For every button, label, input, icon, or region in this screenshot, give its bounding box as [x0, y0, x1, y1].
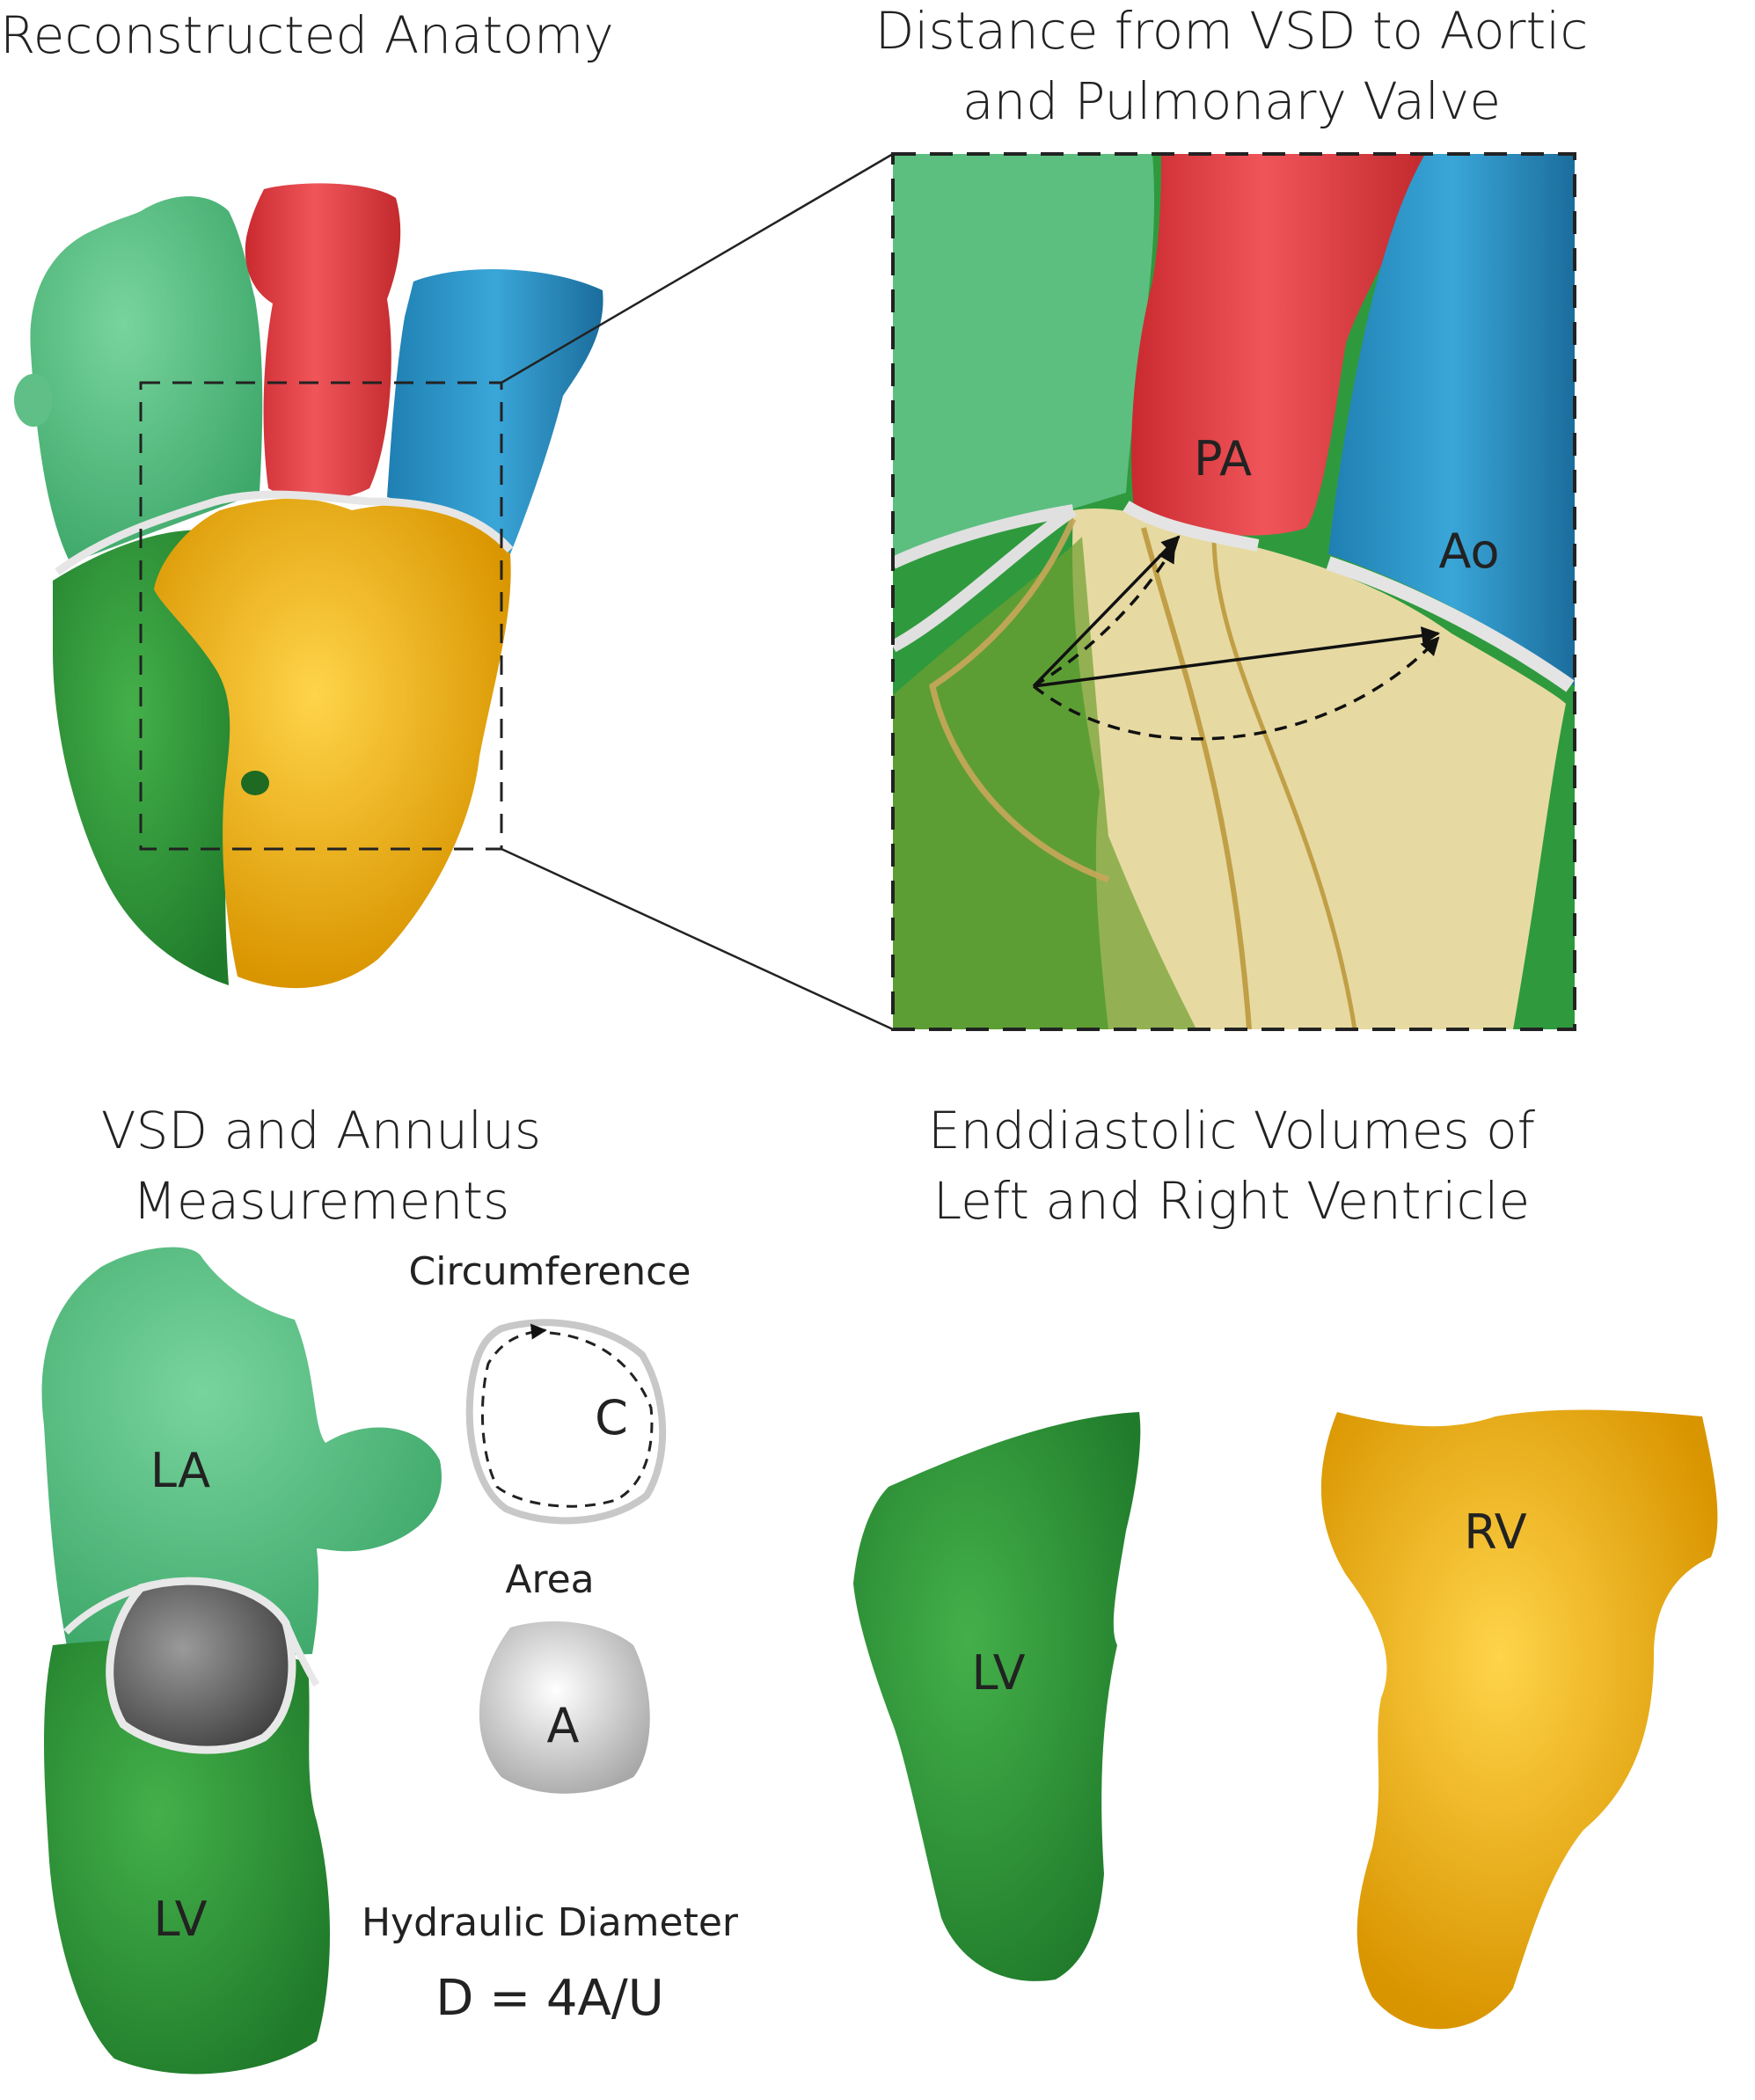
zoom-vessel-strand-3 — [929, 517, 1110, 883]
circumference-ring-icon — [465, 1319, 667, 1525]
area-title: Area — [505, 1557, 594, 1602]
zoom-frame — [891, 152, 1576, 1031]
pulmonary-artery-shape — [245, 183, 401, 501]
edv-right-ventricle-shape — [1320, 1409, 1718, 2030]
hydraulic-diameter-title: Hydraulic Diameter — [362, 1900, 739, 1945]
circumference-dashed-path — [480, 1323, 654, 1508]
distance-arrow-to-ao-solid — [1033, 626, 1441, 688]
panel-title-distance-line2: and Pulmonary Valve — [962, 71, 1501, 131]
hydraulic-formula: D = 4A/U — [435, 1970, 663, 2027]
label-lv-left: LV — [153, 1891, 207, 1947]
vsd-disc-shape — [109, 1581, 292, 1751]
distance-arrow-to-pa-solid — [1032, 535, 1181, 688]
annulus-ring-shape — [55, 490, 514, 575]
panel-title-vsd-line1: VSD and Annulus — [101, 1101, 541, 1160]
zoomed-view: PA Ao — [893, 154, 1575, 1029]
zoom-annulus-ring-shape — [893, 504, 1075, 569]
label-lv-right: LV — [971, 1645, 1025, 1701]
label-la: LA — [150, 1443, 210, 1498]
panel-title-edv-line1: Enddiastolic Volumes of — [928, 1101, 1536, 1160]
circumference-title: Circumference — [409, 1249, 691, 1294]
atrium-bulge-shape — [14, 374, 53, 427]
annulus-band-shape — [63, 1584, 320, 1687]
zoom-pulmonary-artery-shape — [1131, 154, 1425, 536]
zoom-rv-translucent-shape — [1072, 509, 1566, 1029]
rv-vsd-hole-shape — [241, 771, 269, 795]
panel-title-vsd-line2: Measurements — [133, 1171, 509, 1231]
aorta-shape — [387, 269, 603, 554]
right-ventricle-shape — [154, 498, 511, 989]
left-atrium-shape — [30, 196, 263, 563]
lv-lower-shape — [44, 1640, 330, 2074]
la-shape — [41, 1247, 442, 1663]
panel-vsd-annulus: VSD and Annulus Measurements LA LV Circu… — [41, 1101, 739, 2074]
panel-title-reconstructed-anatomy: Reconstructed Anatomy — [0, 5, 614, 65]
edv-left-ventricle-shape — [853, 1412, 1141, 1981]
label-ao: Ao — [1438, 523, 1499, 579]
area-disc-icon — [479, 1621, 650, 1794]
vsd-ring-shape — [106, 1577, 296, 1754]
panel-distance-vsd: Distance from VSD to Aortic and Pulmonar… — [875, 1, 1588, 1031]
zoom-aortic-valve-ring — [1326, 556, 1575, 692]
panel-reconstructed-anatomy: Reconstructed Anatomy — [0, 5, 614, 989]
circumference-symbol: C — [595, 1390, 628, 1445]
label-rv: RV — [1464, 1504, 1527, 1560]
zoom-connector-bottom — [501, 847, 894, 1031]
zoom-atrium-shape — [893, 154, 1155, 563]
zoom-vessel-strand-2 — [1211, 536, 1357, 1029]
zoom-annulus-ring-shape-2 — [893, 505, 1077, 653]
panel-enddiastolic: Enddiastolic Volumes of Left and Right V… — [853, 1101, 1718, 2030]
zoom-pulmonary-valve-ring — [1122, 501, 1260, 552]
area-symbol: A — [547, 1698, 580, 1753]
label-pa: PA — [1194, 431, 1252, 487]
panel-title-edv-line2: Left and Right Ventricle — [933, 1171, 1530, 1231]
zoom-connector-top — [501, 152, 894, 384]
distance-arrow-to-pa-dashed — [1033, 544, 1176, 688]
distance-arrow-to-ao-dashed — [1032, 636, 1440, 741]
zoom-aorta-shape — [1328, 154, 1575, 686]
panel-title-distance-line1: Distance from VSD to Aortic — [875, 1, 1588, 61]
